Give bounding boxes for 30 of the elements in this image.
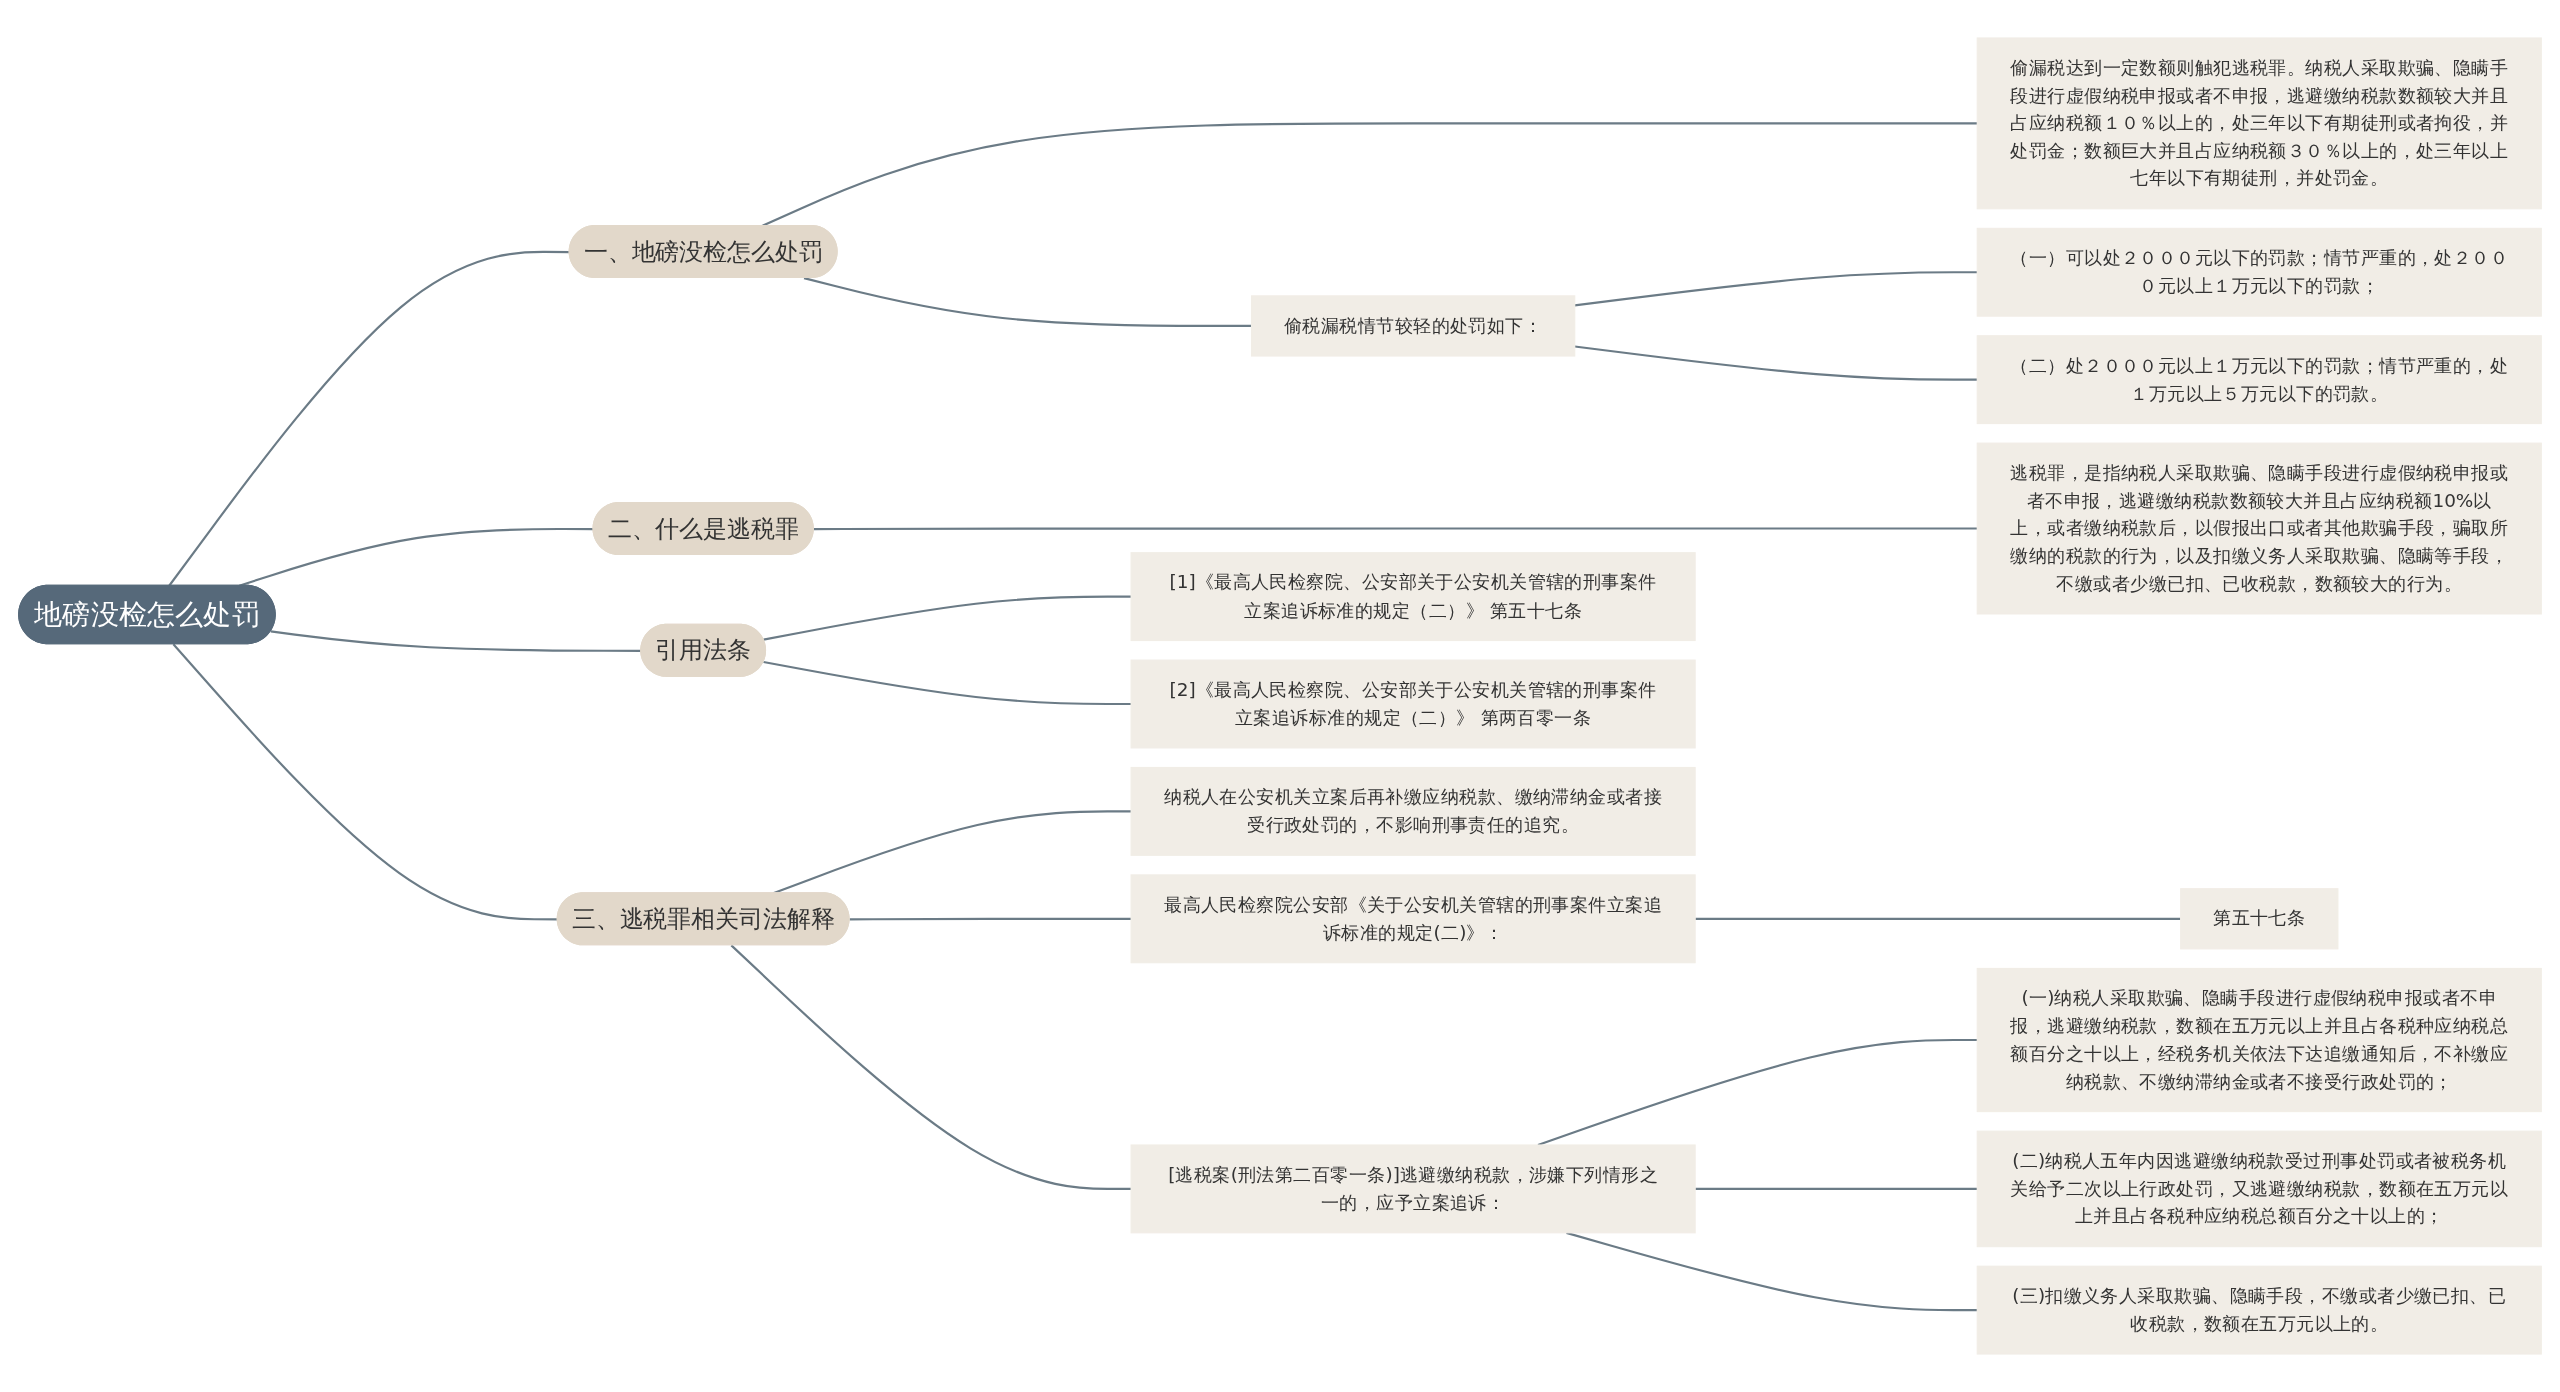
connector — [238, 527, 594, 587]
node-box: (二)纳税人五年内因逃避缴纳税款受过刑事处罚或者被税务机关给予二次以上行政处罚，又逃避缴纳税款，数额在五万元以上并且占各税种应纳税总额百分之十以上的； — [1976, 1130, 2542, 1248]
connector — [763, 595, 1132, 641]
connector — [849, 917, 1132, 921]
node-box: [1]《最高人民检察院、公安部关于公安机关管辖的刑事案件立案追诉标准的规定（二）》 第五十七条 — [1130, 552, 1696, 642]
node-box: 逃税罪，是指纳税人采取欺骗、隐瞒手段进行虚假纳税申报或者不申报，逃避缴纳税款数额较大并且占应纳税额10%以上，或者缴纳税款后，以假报出口或者其他欺骗手段，骗取所缴纳的税款的行为，以及扣缴义务人采取欺骗、隐瞒等手段，不缴或者少缴已扣、已收税款，数额较大的行为。 — [1976, 442, 2542, 615]
connector — [1537, 1038, 1978, 1146]
node-box: （一）可以处２０００元以下的罚款；情节严重的，处２０００元以上１万元以下的罚款； — [1976, 227, 2542, 317]
connector — [1574, 271, 1978, 307]
node-box: 纳税人在公安机关立案后再补缴应纳税款、缴纳滞纳金或者接受行政处罚的，不影响刑事责任的追究。 — [1130, 766, 1696, 856]
node-box: (一)纳税人采取欺骗、隐瞒手段进行虚假纳税申报或者不申报，逃避缴纳税款，数额在五万元以上并且占各税种应纳税总额百分之十以上，经税务机关依法下达追缴通知后，不补缴应纳税款、不缴纳滞纳金或者不接受行政处罚的； — [1976, 967, 2542, 1113]
connector — [1695, 917, 2181, 920]
connector — [813, 527, 1978, 531]
connector — [172, 643, 558, 921]
connector — [730, 944, 1132, 1190]
node-box: （二）处２０００元以上１万元以下的罚款；情节严重的，处１万元以上５万元以下的罚款。 — [1976, 335, 2542, 425]
node-box: [逃税案(刑法第二百零一条)]逃避缴纳税款，涉嫌下列情形之一的，应予立案追诉： — [1130, 1144, 1696, 1234]
connector — [761, 122, 1978, 227]
node-box: 最高人民检察院公安部《关于公安机关管辖的刑事案件立案追诉标准的规定(二)》： — [1130, 874, 1696, 964]
connector — [1695, 1187, 1978, 1190]
connector — [1574, 345, 1978, 381]
connector — [168, 250, 570, 587]
node-box: (三)扣缴义务人采取欺骗、隐瞒手段，不缴或者少缴已扣、已收税款，数额在五万元以上的。 — [1976, 1265, 2542, 1355]
node-box: 偷漏税达到一定数额则触犯逃税罪。纳税人采取欺骗、隐瞒手段进行虚假纳税申报或者不申报，逃避缴纳税款数额较大并且占应纳税额１０％以上的，处三年以下有期徒刑或者拘役，并处罚金；数额巨大并且占应纳税额３０％以上的，处三年以上七年以下有期徒刑，并处罚金。 — [1976, 37, 2542, 210]
node-box: 第五十七条 — [2180, 888, 2339, 950]
connector — [763, 660, 1132, 706]
connector — [1566, 1231, 1978, 1312]
connector — [803, 277, 1252, 328]
node-box: 偷税漏税情节较轻的处罚如下： — [1250, 295, 1576, 357]
node-box: [2]《最高人民检察院、公安部关于公安机关管辖的刑事案件立案追诉标准的规定（二）》 第两百零一条 — [1130, 659, 1696, 749]
